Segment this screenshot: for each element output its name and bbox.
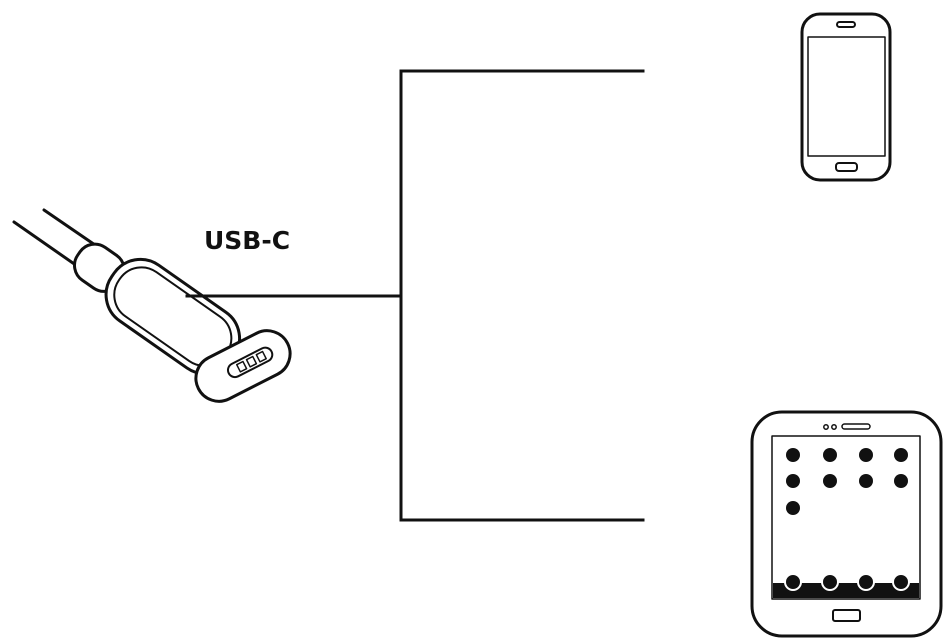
app-icon xyxy=(786,474,800,488)
dock-icon xyxy=(784,573,802,591)
dock-icon xyxy=(821,573,839,591)
app-icon xyxy=(859,448,873,462)
tablet-app-icons xyxy=(786,448,908,515)
app-icon xyxy=(859,474,873,488)
phone-body xyxy=(800,12,892,182)
app-icon xyxy=(786,501,800,515)
connection-lines xyxy=(185,69,645,522)
tablet-dock xyxy=(773,573,919,598)
app-icon xyxy=(823,448,837,462)
phone-speaker xyxy=(836,21,856,28)
tablet-icon xyxy=(750,410,943,638)
dock-bar xyxy=(773,583,919,598)
phone-home-button xyxy=(835,162,858,172)
tablet-body xyxy=(750,410,943,638)
usb-cable xyxy=(12,220,82,270)
smartphone-icon xyxy=(800,12,892,182)
usb-c-plug-icon xyxy=(12,208,292,403)
app-icon xyxy=(894,474,908,488)
app-icon xyxy=(894,448,908,462)
dock-icon xyxy=(857,573,875,591)
tablet-screen xyxy=(771,435,921,600)
tablet-home-button xyxy=(832,609,861,622)
dock-icon xyxy=(892,573,910,591)
phone-screen xyxy=(807,36,886,157)
app-icon xyxy=(823,474,837,488)
usb-c-label: USB-C xyxy=(204,226,291,255)
tablet-camera xyxy=(823,424,829,430)
tablet-speaker xyxy=(841,423,871,430)
app-icon xyxy=(786,448,800,462)
usb-cable xyxy=(42,208,100,249)
tablet-sensor xyxy=(831,424,837,430)
